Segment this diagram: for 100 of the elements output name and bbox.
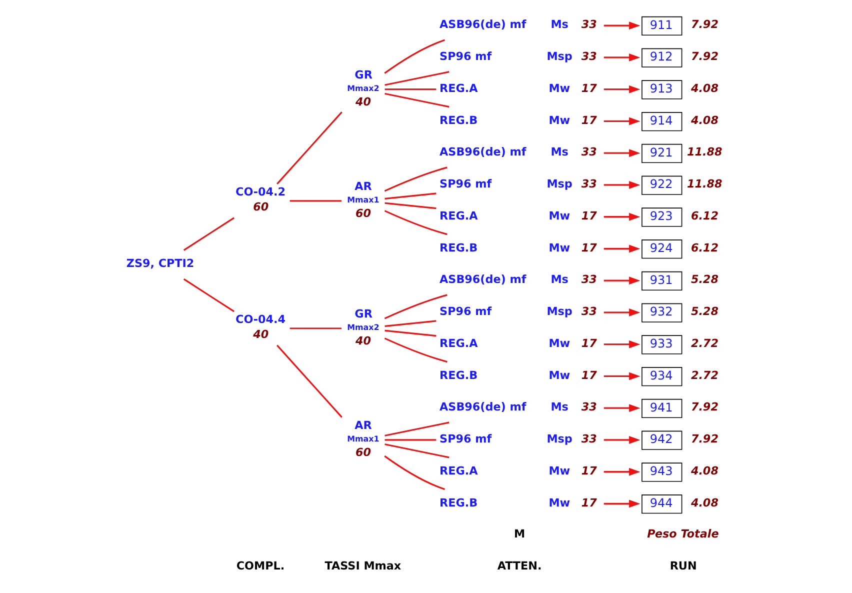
- node-label: 17: [581, 496, 597, 510]
- node-label: 17: [581, 209, 597, 222]
- node-label: 33: [581, 18, 597, 32]
- node-box: 922: [642, 176, 682, 195]
- connector: [384, 192, 436, 200]
- node-box: 942: [642, 430, 682, 450]
- connector: [384, 422, 450, 436]
- node-text: CO-04.2: [236, 185, 286, 198]
- node-label: Mw: [548, 496, 570, 510]
- node-label: 33: [581, 432, 597, 446]
- node-box: 912: [642, 48, 682, 68]
- connector: [384, 39, 445, 74]
- connector: [276, 344, 342, 418]
- label: ATTEN.: [497, 560, 542, 573]
- label: TASSI Mmax: [324, 560, 402, 573]
- node-box: 933: [642, 335, 682, 354]
- node-text: REG.A: [440, 209, 478, 222]
- node-label: 33: [581, 400, 597, 414]
- node-label: 4.08: [690, 496, 718, 510]
- node-label: 17: [581, 464, 597, 478]
- node-label: 17: [581, 241, 597, 254]
- node-label: Ms: [550, 146, 568, 159]
- node-box: 914: [642, 112, 682, 132]
- node-text: ASB96(de) mf: [440, 273, 526, 286]
- label: Peso Totale: [647, 528, 719, 541]
- node-box: 934: [642, 367, 682, 386]
- arrow: [604, 181, 640, 189]
- arrow: [604, 436, 640, 444]
- node-text: GR Mmax2: [347, 68, 380, 93]
- connector: [384, 166, 448, 192]
- node-box: 944: [642, 494, 682, 514]
- node-text: ASB96(de) mf: [440, 146, 526, 159]
- label: M: [514, 528, 526, 541]
- node-text: AR Mmax1: [347, 180, 380, 204]
- node-label: 7.92: [690, 432, 718, 446]
- node-label: 7.92: [690, 50, 718, 63]
- node-label: Msp: [546, 432, 572, 446]
- node-label: 5.28: [690, 304, 718, 318]
- node-text: REG.B: [440, 496, 478, 510]
- node-label: Mw: [548, 241, 570, 254]
- node-label: 33: [581, 273, 597, 286]
- node-box: 911: [642, 16, 682, 36]
- node-box: 943: [642, 462, 682, 482]
- node-label: 40: [355, 334, 371, 348]
- arrow: [604, 404, 640, 412]
- connector: [384, 88, 436, 90]
- node-label: Msp: [546, 304, 572, 318]
- node-box: 924: [642, 240, 682, 259]
- node-box: 923: [642, 208, 682, 227]
- arrow: [604, 117, 640, 126]
- connector: [290, 328, 342, 330]
- arrow: [604, 212, 640, 221]
- connector: [384, 443, 450, 458]
- node-label: 11.88: [686, 177, 722, 190]
- node-label: Mw: [548, 368, 570, 382]
- node-label: 17: [581, 336, 597, 350]
- label: COMPL.: [236, 560, 285, 573]
- connector: [384, 294, 448, 320]
- node-label: 5.28: [690, 273, 718, 286]
- connector: [183, 217, 234, 251]
- node-label: 2.72: [690, 336, 718, 350]
- node-box: 932: [642, 303, 682, 322]
- connector: [276, 112, 342, 184]
- node-label: Msp: [546, 50, 572, 63]
- node-text: SP96 mf: [440, 177, 492, 190]
- arrow: [604, 149, 640, 157]
- connector: [384, 439, 436, 441]
- connector: [384, 338, 448, 363]
- node-label: Ms: [550, 400, 568, 414]
- node-text: SP96 mf: [440, 432, 492, 446]
- node-label: Mw: [548, 464, 570, 478]
- arrow: [604, 54, 640, 62]
- node-text: ASB96(de) mf: [440, 18, 526, 32]
- node-label: 40: [253, 328, 269, 342]
- connector: [384, 320, 436, 328]
- node-text: AR Mmax1: [347, 418, 380, 444]
- connector: [384, 202, 436, 210]
- node-label: Mw: [548, 114, 570, 127]
- node-label: 7.92: [690, 400, 718, 414]
- node-label: 2.72: [690, 368, 718, 382]
- connector: [384, 210, 448, 236]
- node-box: 931: [642, 271, 682, 291]
- connector: [384, 330, 436, 337]
- arrow: [604, 308, 640, 316]
- node-label: 6.12: [690, 209, 718, 222]
- node-label: 17: [581, 368, 597, 382]
- node-label: 17: [581, 114, 597, 127]
- node-label: 40: [355, 95, 371, 108]
- node-text: GR Mmax2: [347, 307, 380, 332]
- node-label: 17: [581, 82, 597, 95]
- node-text: REG.A: [440, 464, 478, 478]
- node-box: 913: [642, 80, 682, 100]
- arrow: [604, 22, 640, 30]
- node-text: CO-04.4: [236, 312, 286, 326]
- node-label: 33: [581, 146, 597, 159]
- arrow: [604, 340, 640, 348]
- connector: [384, 71, 450, 86]
- node-text: REG.A: [440, 336, 478, 350]
- arrow: [604, 276, 640, 284]
- connector: [384, 92, 450, 108]
